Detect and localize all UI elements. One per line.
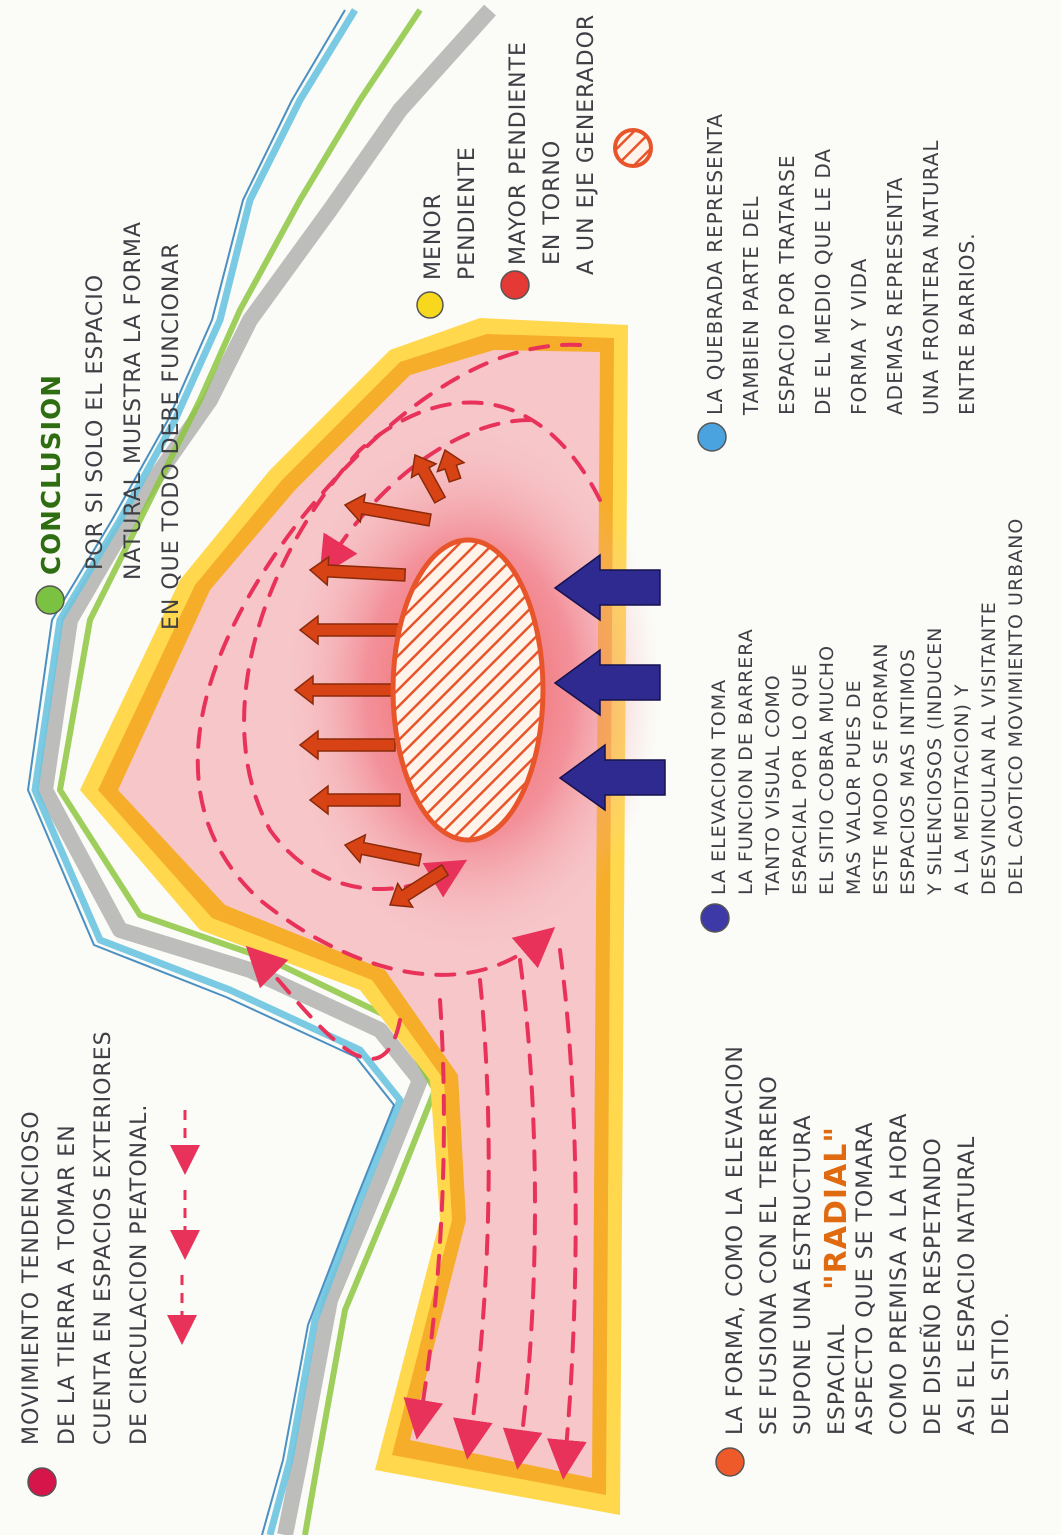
radial-para-line-2: COMO PREMISA A LA HORA (887, 1113, 912, 1435)
legend-hatch-circle-icon (615, 130, 651, 166)
radial-para-line-4: ASI EL ESPACIO NATURAL (955, 1136, 980, 1435)
bullet-conclusion (36, 586, 64, 614)
movement-line-2: DE LA TIERRA A TOMAR EN (55, 1124, 80, 1445)
quebrada-line-2: TAMBIEN PARTE DEL (739, 196, 763, 416)
bullet-radial (716, 1448, 744, 1476)
mayor-text: MAYOR PENDIENTE EN TORNO A UN EJE GENERA… (506, 14, 599, 275)
radial-line-2: SE FUSIONA CON EL TERRENO (757, 1075, 782, 1435)
movement-line-1: MOVIMIENTO TENDENCIOSO (19, 1110, 44, 1445)
mayor-line-1: MAYOR PENDIENTE (506, 41, 531, 265)
menor-line-1: MENOR (421, 193, 446, 280)
elevacion-line-4: ESPACIAL POR LO QUE (789, 663, 811, 895)
menor-line-2: PENDIENTE (455, 146, 480, 280)
quebrada-text: LA QUEBRADA REPRESENTA TAMBIEN PARTE DEL… (703, 106, 979, 416)
bullet-movement (28, 1468, 56, 1496)
radial-line-1: LA FORMA, COMO LA ELEVACION (723, 1045, 748, 1435)
elevacion-line-2: LA FUNCION DE BARRERA (735, 628, 757, 895)
bullet-elevacion (701, 904, 729, 932)
radial-emphasis: "RADIAL" (819, 1126, 854, 1290)
radial-para-line-1: ASPECTO QUE SE TOMARA (853, 1121, 878, 1435)
elevacion-text: LA ELEVACION TOMA LA FUNCION DE BARRERA … (708, 518, 1027, 896)
elevacion-line-1: LA ELEVACION TOMA (708, 679, 730, 895)
radial-line-4: ESPACIAL (825, 1323, 850, 1435)
conclusion-line-2: NATURAL MUESTRA LA FORMA (121, 221, 146, 580)
elevacion-line-11: DESVINCULAN AL VISITANTE (978, 601, 1000, 895)
radial-paragraph: ASPECTO QUE SE TOMARA COMO PREMISA A LA … (853, 1105, 1014, 1435)
movement-text: MOVIMIENTO TENDENCIOSO DE LA TIERRA A TO… (19, 1022, 152, 1445)
conclusion-line-3: EN QUE TODO DEBE FUNCIONAR (159, 242, 184, 630)
elevacion-line-6: MAS VALOR PUES DE (843, 680, 865, 895)
radial-line-3: SUPONE UNA ESTRUCTURA (791, 1114, 816, 1435)
mayor-line-2: EN TORNO (540, 140, 565, 265)
small-dashed-arrows-icon (182, 1110, 185, 1330)
bullet-quebrada (698, 423, 726, 451)
elevacion-line-10: A LA MEDITACION) Y (951, 683, 973, 895)
elevacion-line-12: DEL CAOTICO MOVIMIENTO URBANO (1005, 518, 1027, 895)
radial-para-line-5: DEL SITIO. (989, 1311, 1014, 1435)
quebrada-line-3: ESPACIO POR TRATARSE (775, 155, 799, 415)
quebrada-line-4: DE EL MEDIO QUE LE DA (811, 148, 835, 415)
barrier-arrows (555, 555, 665, 810)
movement-line-4: DE CIRCULACION PEATONAL. (127, 1104, 152, 1445)
mayor-line-3: A UN EJE GENERADOR (574, 14, 599, 275)
conclusion-text: POR SI SOLO EL ESPACIO NATURAL MUESTRA L… (83, 213, 184, 630)
quebrada-line-5: FORMA Y VIDA (847, 258, 871, 415)
elevacion-line-9: Y SILENCIOSOS (INDUCEN (924, 627, 946, 896)
conclusion-line-1: POR SI SOLO EL ESPACIO (83, 274, 108, 570)
radial-para-line-3: DE DISEÑO RESPETANDO (919, 1137, 946, 1435)
quebrada-line-7: UNA FRONTERA NATURAL (919, 139, 943, 415)
core-eje-generador (393, 540, 543, 840)
bullet-mayor (501, 271, 529, 299)
conclusion-title: CONCLUSION (37, 374, 67, 575)
menor-text: MENOR PENDIENTE (421, 146, 480, 280)
elevacion-line-3: TANTO VISUAL COMO (762, 674, 784, 896)
bullet-menor (417, 292, 443, 318)
elevacion-line-8: ESPACIOS MAS INTIMOS (897, 648, 919, 895)
elevacion-line-7: ESTE MODO SE FORMAN (870, 643, 892, 895)
quebrada-line-6: ADEMAS REPRESENTA (883, 177, 907, 415)
quebrada-line-1: LA QUEBRADA REPRESENTA (703, 113, 727, 415)
quebrada-line-8: ENTRE BARRIOS. (955, 232, 979, 415)
elevacion-line-5: EL SITIO COBRA MUCHO (816, 645, 838, 895)
movement-line-3: CUENTA EN ESPACIOS EXTERIORES (91, 1030, 116, 1445)
